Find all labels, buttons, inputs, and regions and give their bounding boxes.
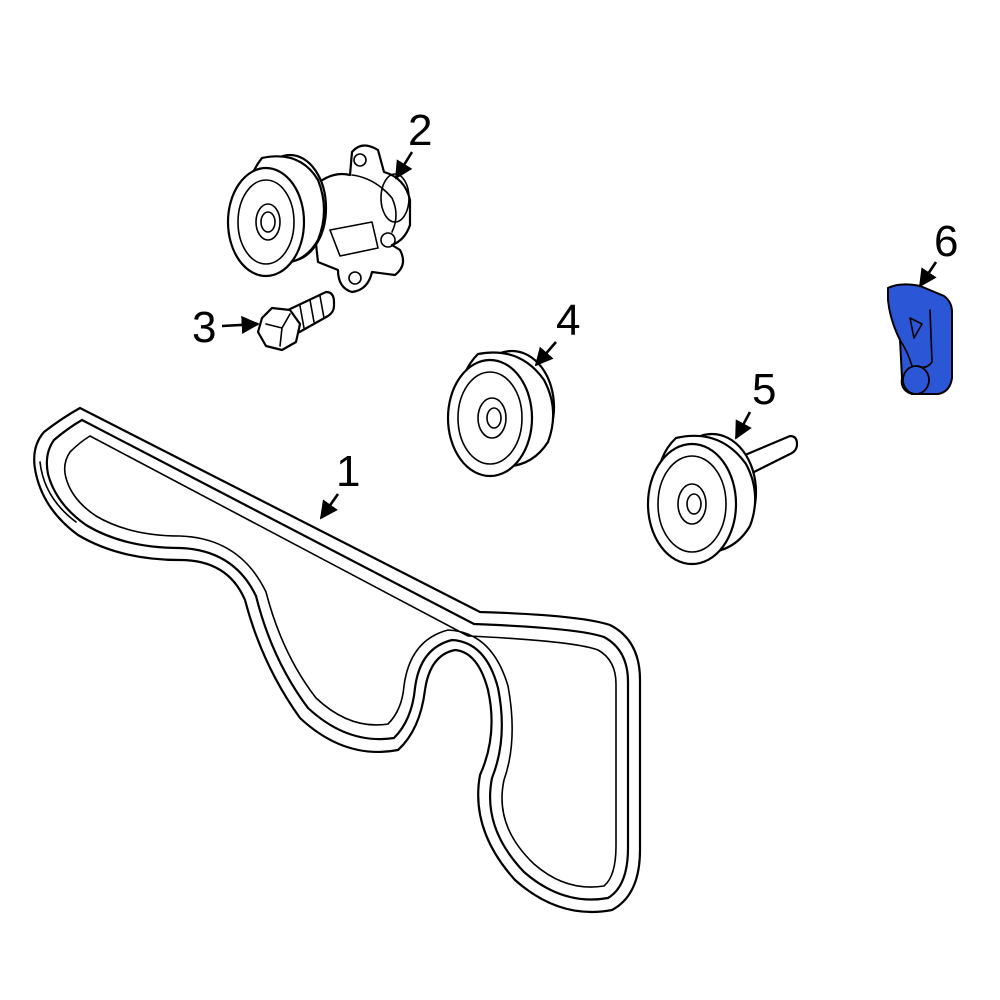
tensioner-bolt[interactable] [256,290,336,352]
belt-tensioner[interactable] [226,144,412,294]
idler-pulley-lower[interactable] [646,432,799,566]
callout-3: 3 [192,303,260,352]
callout-label-4: 4 [556,296,580,345]
serpentine-belt[interactable] [33,406,642,914]
idler-pulley-upper[interactable] [446,349,556,478]
callout-label-1: 1 [336,447,360,496]
callout-label-6: 6 [934,217,958,266]
callout-2: 2 [394,106,432,180]
callout-1: 1 [319,447,360,520]
callout-4: 4 [534,296,580,367]
callout-label-3: 3 [192,303,216,352]
bracket-highlighted[interactable] [887,283,953,395]
callout-5: 5 [734,365,776,440]
callout-label-5: 5 [752,365,776,414]
callout-label-2: 2 [408,106,432,155]
callout-6: 6 [918,217,958,288]
